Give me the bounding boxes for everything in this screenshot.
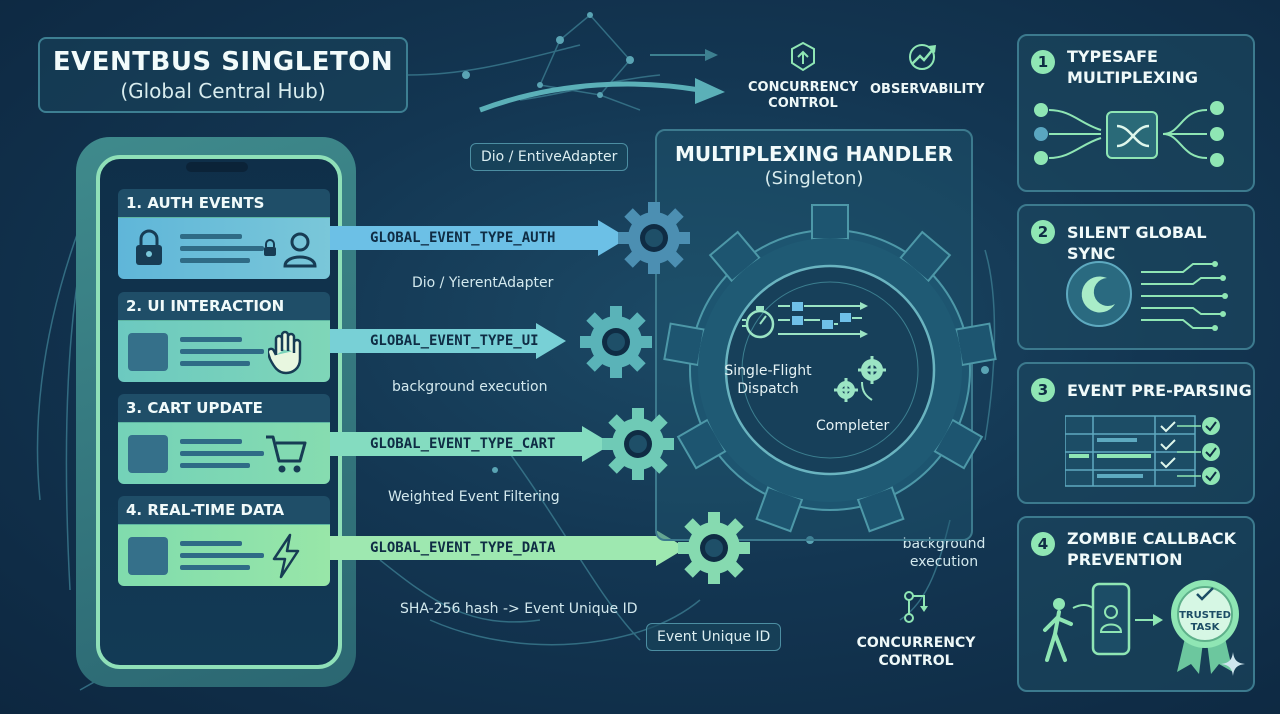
top-concurrency-label: CONCURRENCY CONTROL — [748, 80, 859, 111]
panel-title: ZOMBIE CALLBACK PREVENTION — [1067, 529, 1237, 569]
concurrency-icon — [791, 41, 815, 72]
event-card-data[interactable]: 4. REAL-TIME DATA — [118, 496, 330, 586]
flow-icon — [904, 591, 928, 623]
card-label: 1. AUTH EVENTS — [118, 189, 330, 218]
eventbus-title: EVENTBUS SINGLETON — [52, 47, 394, 77]
panel-title: TYPESAFE MULTIPLEXING — [1067, 47, 1198, 87]
sha-hash-label: SHA-256 hash -> Event Unique ID — [400, 601, 638, 617]
multiplex-shuffle-icon — [1034, 101, 1224, 167]
hand-icon — [268, 330, 302, 375]
dio-adapter-label: Dio / YierentAdapter — [412, 275, 554, 291]
panel-zombie-callback-prevention: 4 ZOMBIE CALLBACK PREVENTION TRUSTED TAS… — [1017, 516, 1255, 692]
phone-notch — [186, 162, 248, 172]
gear-icon-data — [678, 512, 750, 584]
eventbus-title-box: EVENTBUS SINGLETON (Global Central Hub) — [38, 37, 408, 113]
moon-sync-icon — [1066, 261, 1228, 331]
panel-number: 3 — [1031, 378, 1055, 402]
panel-number: 4 — [1031, 532, 1055, 556]
top-observability-label: OBSERVABILITY — [870, 82, 985, 97]
single-flight-label: Single-Flight Dispatch — [724, 363, 812, 397]
completer-gears-icon — [834, 356, 886, 402]
panel-event-pre-parsing: 3 EVENT PRE-PARSING — [1017, 362, 1255, 504]
card-label: 4. REAL-TIME DATA — [118, 496, 330, 525]
arrow-auth: GLOBAL_EVENT_TYPE_AUTH — [330, 220, 628, 256]
panel-number: 1 — [1031, 50, 1055, 74]
panel-title: EVENT PRE-PARSING — [1067, 381, 1252, 400]
lightning-icon — [272, 533, 300, 579]
event-unique-id-pill: Event Unique ID — [646, 623, 782, 651]
weighted-filtering-label: Weighted Event Filtering — [388, 489, 560, 505]
arrow-label: GLOBAL_EVENT_TYPE_DATA — [370, 540, 556, 556]
arrow-cart: GLOBAL_EVENT_TYPE_CART — [330, 426, 612, 462]
cart-icon — [266, 435, 307, 473]
zombie-user-phone-icon — [1043, 582, 1163, 662]
arrow-label: GLOBAL_EVENT_TYPE_UI — [370, 333, 539, 349]
card-label: 2. UI INTERACTION — [118, 292, 330, 321]
completer-label: Completer — [816, 418, 890, 434]
background-execution-label: background execution — [392, 379, 548, 395]
gear-icon-auth — [618, 202, 690, 274]
handler-subtitle: (Singleton) — [764, 168, 864, 189]
panel-silent-global-sync: 2 SILENT GLOBAL SYNC — [1017, 204, 1255, 350]
panel-typesafe-multiplexing: 1 TYPESAFE MULTIPLEXING — [1017, 34, 1255, 192]
panel-title: SILENT GLOBAL SYNC — [1067, 223, 1207, 263]
observability-icon — [909, 44, 936, 70]
dispatch-timer-icon — [742, 302, 868, 339]
sparkle-icon — [1221, 652, 1245, 676]
arrow-data: GLOBAL_EVENT_TYPE_DATA — [330, 530, 686, 566]
event-card-auth[interactable]: 1. AUTH EVENTS — [118, 189, 330, 279]
user-icon — [283, 232, 317, 268]
trusted-task-badge-label: TRUSTED TASK — [1179, 610, 1231, 633]
arrow-label: GLOBAL_EVENT_TYPE_CART — [370, 436, 556, 452]
bottom-concurrency-label: CONCURRENCY CONTROL — [856, 635, 976, 669]
handler-title: MULTIPLEXING HANDLER — [674, 142, 954, 166]
card-label: 3. CART UPDATE — [118, 394, 330, 423]
eventbus-subtitle: (Global Central Hub) — [120, 79, 326, 103]
big-gear — [663, 204, 997, 533]
trusted-task-badge-icon — [1171, 580, 1239, 674]
arrow-ui: GLOBAL_EVENT_TYPE_UI — [330, 323, 566, 359]
event-card-ui[interactable]: 2. UI INTERACTION — [118, 292, 330, 382]
dio-adapter-pill: Dio / EntiveAdapter — [470, 143, 629, 171]
event-card-cart[interactable]: 3. CART UPDATE — [118, 394, 330, 484]
lock-icon — [136, 229, 162, 265]
arrow-label: GLOBAL_EVENT_TYPE_AUTH — [370, 230, 556, 246]
gear-icon-ui — [580, 306, 652, 378]
gear-icon-cart — [602, 408, 674, 480]
panel-number: 2 — [1031, 220, 1055, 244]
parsing-table-icon — [1065, 415, 1220, 487]
small-lock-icon — [264, 239, 276, 256]
